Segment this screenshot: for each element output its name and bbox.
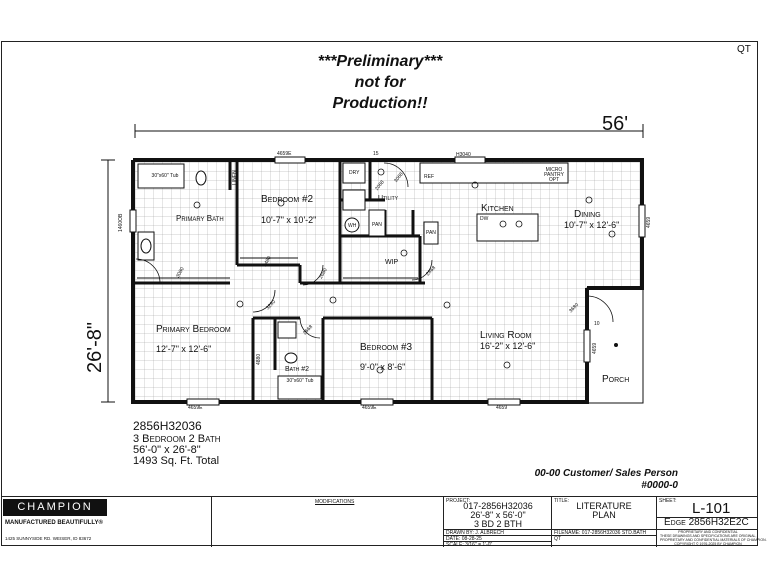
bath2-tub xyxy=(277,375,322,400)
home-size: 56'-0" x 26'-8" xyxy=(133,444,201,456)
linen-label: LINEN xyxy=(232,170,238,185)
window-label-top-1: 4659E xyxy=(277,151,292,157)
room-bedroom-3: Bedroom #3 9'-0" x 8'-6" xyxy=(360,342,413,372)
room-porch: Porch xyxy=(602,374,630,385)
champion-logo: CHAMPION xyxy=(3,499,107,516)
title-line-1: LITERATURE xyxy=(576,501,632,511)
window-label-right: 4659 xyxy=(646,216,652,228)
customer-number: #0000-0 xyxy=(641,480,678,491)
kitchen-counter xyxy=(419,162,569,184)
windows xyxy=(129,156,646,406)
floor-grid xyxy=(133,160,642,402)
prelim-line-3: Production!! xyxy=(332,95,428,112)
sheet-cell: SHEET: L-101 Edge 2856H32E2C PROPRIETARY… xyxy=(656,497,767,547)
beds-baths: 3 Bedroom 2 Bath xyxy=(133,433,221,445)
model-info: 2856H32036 3 Bedroom 2 Bath 56'-0" x 26'… xyxy=(133,419,221,467)
primary-tub-label: 30"x60" Tub xyxy=(151,173,179,179)
room-wip: WIP xyxy=(385,259,399,266)
pantry-2 xyxy=(423,221,439,245)
drawing-scale: SCALE: 3/16" = 1'-0" xyxy=(446,542,493,548)
pantry-label-2: PAN xyxy=(426,230,436,236)
bath2-tub-label: 30"x60" Tub xyxy=(286,378,314,384)
preliminary-notice: ***Preliminary*** not for Production!! xyxy=(300,51,460,114)
room-primary-bath: Primary Bath xyxy=(176,214,224,223)
primary-tub xyxy=(137,163,185,189)
width-dimension: 56' xyxy=(602,113,629,135)
project-line-2: 26'-8" x 56'-0" xyxy=(470,510,526,520)
window-label-bottom-1: 4659E xyxy=(188,405,203,411)
project-cell: PROJECT: 017-2856H32036 26'-8" x 56'-0" … xyxy=(443,497,551,548)
corner-qt: QT xyxy=(737,44,751,55)
room-utility: Utility xyxy=(378,195,399,202)
drawn-by: DRAWN BY: J. ALBRECH xyxy=(446,530,504,536)
title-qt: QT xyxy=(554,536,561,542)
room-bath-2: Bath #2 xyxy=(285,366,310,373)
depth-dimension: 26'-8" xyxy=(84,322,106,373)
sheet-border xyxy=(1,41,758,546)
kitchen-island xyxy=(476,213,539,242)
prop-line-1: PROPRIETARY AND CONFIDENTIAL xyxy=(678,530,738,534)
brand-block: CHAMPION MANUFACTURED BEAUTIFULLY® 1425 … xyxy=(3,497,210,547)
dryer-label: DRY xyxy=(349,170,360,176)
prelim-line-1: ***Preliminary*** xyxy=(317,53,443,70)
room-bedroom-2: Bedroom #2 10'-7" x 10'-2" xyxy=(261,194,317,225)
model-number: 2856H32036 xyxy=(133,419,202,433)
project-lines: 017-2856H32036 26'-8" x 56'-0" 3 BD 2 BT… xyxy=(448,502,548,529)
square-footage: 1493 Sq. Ft. Total xyxy=(133,455,220,467)
filename: FILENAME: 017-2856H32036 STD.BATH xyxy=(554,530,647,536)
bath2-toilet xyxy=(284,352,298,364)
title-label: TITLE: xyxy=(554,498,570,504)
project-line-3: 3 BD 2 BTH xyxy=(473,519,522,529)
prop-line-4: COPYRIGHT © 1976-2025 BY CHAMPION xyxy=(674,542,742,546)
water-heater-label: WH xyxy=(348,223,357,229)
window-label-bottom-3: 4659 xyxy=(496,405,508,411)
window-label-bottom-2: 4659E xyxy=(362,405,377,411)
micro-label: MICRO PANTRY OPT xyxy=(544,167,564,183)
room-primary-bedroom: Primary Bedroom 12'-7" x 12'-6" xyxy=(156,324,231,354)
window-label-left: 1460OB xyxy=(118,213,124,232)
title-block: CHAMPION MANUFACTURED BEAUTIFULLY® 1425 … xyxy=(1,496,767,548)
primary-toilet xyxy=(195,170,207,186)
modifications-label: MODIFICATIONS xyxy=(315,499,355,505)
porch-ten-label: 10 xyxy=(594,321,600,327)
fifteen-label: 15 xyxy=(373,151,379,157)
window-label-porch: 4659 xyxy=(592,342,598,354)
modifications-cell: MODIFICATIONS xyxy=(211,497,443,547)
dishwasher-label: DW xyxy=(480,216,489,222)
pantry-label: PAN xyxy=(372,222,382,228)
door-label-4880: 4880 xyxy=(256,353,262,365)
water-heater xyxy=(344,217,360,233)
prelim-line-2: not for xyxy=(354,74,406,91)
ref-label: REF xyxy=(424,174,434,180)
customer-line: 00-00 Customer/ Sales Person xyxy=(534,468,678,479)
customer-info: 00-00 Customer/ Sales Person #0000-0 xyxy=(508,468,678,492)
project-line-1: 017-2856H32036 xyxy=(463,501,533,511)
dryer xyxy=(342,162,366,184)
sheet-label: SHEET: xyxy=(659,498,677,504)
bath2-vanity xyxy=(277,321,297,339)
door-swings xyxy=(135,162,614,339)
prop-line-2: THESE DRAWINGS AND SPECIFICATIONS ARE OR… xyxy=(660,534,757,538)
room-dining: Dining 10'-7" x 12'-6" xyxy=(564,209,620,230)
edge-model: Edge 2856H32E2C xyxy=(664,517,749,528)
title-cell: TITLE: LITERATURE PLAN FILENAME: 017-285… xyxy=(551,497,656,547)
brand-tagline: MANUFACTURED BEAUTIFULLY® xyxy=(5,520,103,526)
title-line-2: PLAN xyxy=(592,510,616,520)
sheet-number: L-101 xyxy=(692,500,731,517)
drawing-date: DATE: 08-28-25 xyxy=(446,536,482,542)
prop-line-3: PROPRIETARY AND CONFIDENTIAL MATERIALS O… xyxy=(660,538,767,542)
pantry-1 xyxy=(368,209,386,237)
light-fixtures xyxy=(193,168,616,374)
proprietary-note: PROPRIETARY AND CONFIDENTIAL THESE DRAWI… xyxy=(660,530,767,546)
room-kitchen: Kitchen xyxy=(481,203,514,214)
room-living: Living Room 16'-2" x 12'-6" xyxy=(480,330,536,351)
window-label-top-2: H3040 xyxy=(456,152,471,158)
washer xyxy=(342,189,366,211)
title-lines: LITERATURE PLAN xyxy=(556,502,652,520)
brand-address: 1425 SUNNYSIDE RD. WEISER, ID 83672 xyxy=(5,536,92,541)
project-label: PROJECT: xyxy=(446,498,471,504)
